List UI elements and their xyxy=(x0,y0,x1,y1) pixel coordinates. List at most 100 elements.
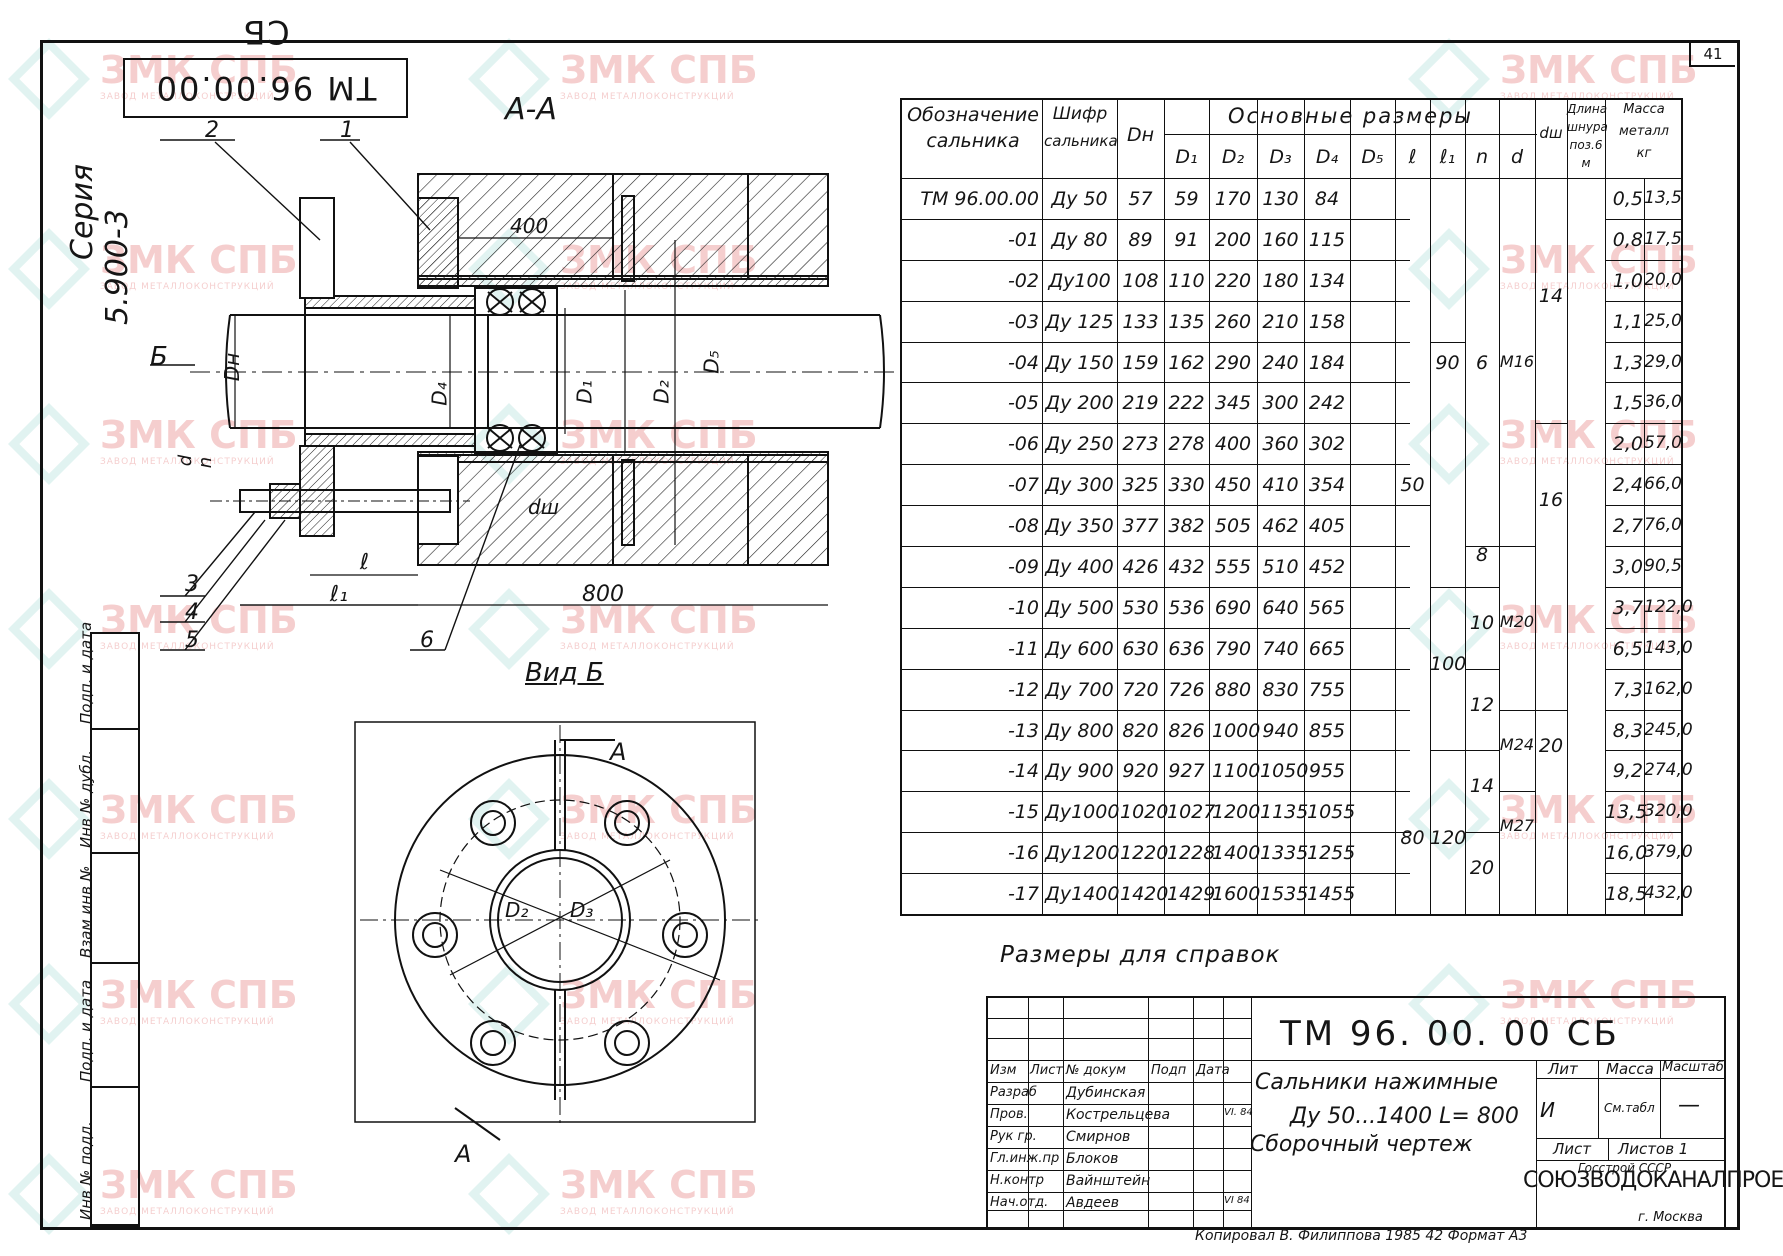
table-row-line xyxy=(902,750,1117,752)
table-cell-id: -13 xyxy=(1007,719,1039,742)
table-cell-d4: 955 xyxy=(1308,760,1346,783)
table-cell-d1: 59 xyxy=(1174,188,1199,210)
table-cell-d4: 565 xyxy=(1308,596,1346,619)
tb-name: Дубинская xyxy=(1066,1085,1146,1101)
table-cell-cord: 2,7 xyxy=(1612,515,1643,538)
table-cell-cipher: Ду100 xyxy=(1048,269,1111,292)
table-cell-id: -16 xyxy=(1007,842,1039,865)
table-cell-cord: 1,5 xyxy=(1612,392,1643,415)
table-row-line xyxy=(902,300,1117,302)
view-label: Вид Б xyxy=(525,658,604,688)
part-callout: 3 xyxy=(185,572,199,597)
table-cell-cipher: Ду 125 xyxy=(1045,310,1114,333)
drawing-frame xyxy=(40,40,1740,1230)
page-number: 41 xyxy=(1689,43,1735,67)
table-col-line xyxy=(1257,100,1258,914)
table-row-line xyxy=(1117,668,1410,670)
table-cell-d3: 180 xyxy=(1262,269,1299,292)
tb-col-line xyxy=(1063,998,1064,1228)
part-callout: 5 xyxy=(185,628,199,653)
bolt-heads xyxy=(412,800,708,1066)
view-arrow-b: Б xyxy=(150,342,168,372)
tb-org-top: Госстрой СССР xyxy=(1578,1161,1672,1175)
table-row-line xyxy=(1117,627,1410,629)
merged-group-line xyxy=(1465,546,1499,547)
table-cell-d4: 755 xyxy=(1308,678,1346,701)
tb-role: Пров. xyxy=(990,1107,1028,1122)
tb-name: Смирнов xyxy=(1066,1129,1131,1145)
table-cell-id: -03 xyxy=(1007,310,1039,333)
table-cell-cipher: Ду1200 xyxy=(1045,842,1120,865)
title-name-line2: Ду 50...1400 L= 800 xyxy=(1290,1104,1519,1129)
table-cell-d4: 184 xyxy=(1308,351,1346,374)
table-cell-d2: 1400 xyxy=(1212,842,1261,865)
merged-n-8: 8 xyxy=(1475,544,1489,566)
table-cell-d2: 880 xyxy=(1214,678,1252,701)
table-cell-cipher: Ду 350 xyxy=(1045,515,1114,538)
table-cell-d1: 135 xyxy=(1168,310,1205,333)
tb-row-line xyxy=(988,1126,1251,1127)
table-cell-mass: 379,0 xyxy=(1644,842,1693,863)
table-row-line xyxy=(1117,546,1410,547)
tb-sheet-line2 xyxy=(1536,1160,1725,1161)
table-cell-mass: 320,0 xyxy=(1644,801,1693,822)
merged-group-line xyxy=(1499,546,1535,547)
header-cord-length: шнура xyxy=(1567,120,1608,134)
table-col-line xyxy=(1567,100,1568,914)
table-cell-d4: 1455 xyxy=(1307,883,1356,906)
table-cell-id: -15 xyxy=(1007,801,1039,824)
table-cell-d4: 405 xyxy=(1308,515,1346,538)
table-row-line xyxy=(1117,300,1410,302)
table-cell-cipher: Ду 200 xyxy=(1045,392,1114,415)
part-callout: 1 xyxy=(340,118,354,143)
header-l1: ℓ₁ xyxy=(1439,146,1456,168)
table-row-line xyxy=(1117,791,1410,793)
table-row-line xyxy=(1117,218,1410,220)
merged-group-line xyxy=(1535,423,1567,425)
table-cell-dn: 1420 xyxy=(1120,883,1169,906)
part-callout: 4 xyxy=(185,600,199,625)
table-cell-d4: 158 xyxy=(1308,310,1346,333)
header-d3: D₃ xyxy=(1269,146,1292,168)
table-cell-d3: 1050 xyxy=(1260,760,1309,783)
table-cell-d3: 1135 xyxy=(1260,801,1309,824)
table-cell-d2: 505 xyxy=(1214,515,1252,538)
table-row-line xyxy=(1117,709,1410,711)
tb-name: Блоков xyxy=(1066,1151,1119,1167)
table-cell-dn: 1020 xyxy=(1120,801,1169,824)
table-cell-dn: 820 xyxy=(1122,719,1159,742)
table-cell-d4: 84 xyxy=(1314,188,1340,210)
table-col-line xyxy=(1430,100,1431,914)
merged-l-80: 80 xyxy=(1400,827,1425,850)
table-cell-id: -04 xyxy=(1007,351,1039,374)
table-row-line xyxy=(1117,341,1410,343)
merged-l1-120: 120 xyxy=(1430,827,1467,850)
dim-l: ℓ xyxy=(360,550,370,575)
table-cell-d2: 790 xyxy=(1214,637,1252,660)
table-cell-mass: 162,0 xyxy=(1644,678,1693,699)
merged-d-m27: М27 xyxy=(1499,816,1535,836)
organization: СОЮЗВОДОКАНАЛПРОЕКТ xyxy=(1523,1168,1783,1193)
table-mass-col-line xyxy=(1644,178,1645,914)
table-cell-dn: 530 xyxy=(1122,596,1159,619)
tb-sheet-split xyxy=(1608,1138,1609,1160)
table-cell-d1: 91 xyxy=(1174,228,1199,251)
table-cell-d2: 170 xyxy=(1214,188,1252,210)
merged-group-line xyxy=(1465,750,1499,752)
table-row-line xyxy=(1117,505,1410,507)
table-row-line xyxy=(902,791,1117,793)
cut-mark-a-top: А xyxy=(610,738,627,766)
table-col-line xyxy=(1605,100,1606,914)
merged-group-line xyxy=(1430,341,1465,343)
table-cell-d3: 130 xyxy=(1262,188,1299,210)
table-cell-cord: 2,4 xyxy=(1612,474,1643,497)
view-b xyxy=(354,721,760,1141)
table-cell-d3: 160 xyxy=(1262,228,1299,251)
table-cell-d1: 726 xyxy=(1168,678,1205,701)
table-cell-id: -06 xyxy=(1007,433,1039,456)
table-cell-id: -01 xyxy=(1007,228,1039,251)
table-cell-d2: 400 xyxy=(1214,433,1252,456)
tb-scale-value: — xyxy=(1678,1093,1700,1118)
tb-city: г. Москва xyxy=(1638,1210,1703,1225)
merged-group-line xyxy=(1499,791,1535,793)
